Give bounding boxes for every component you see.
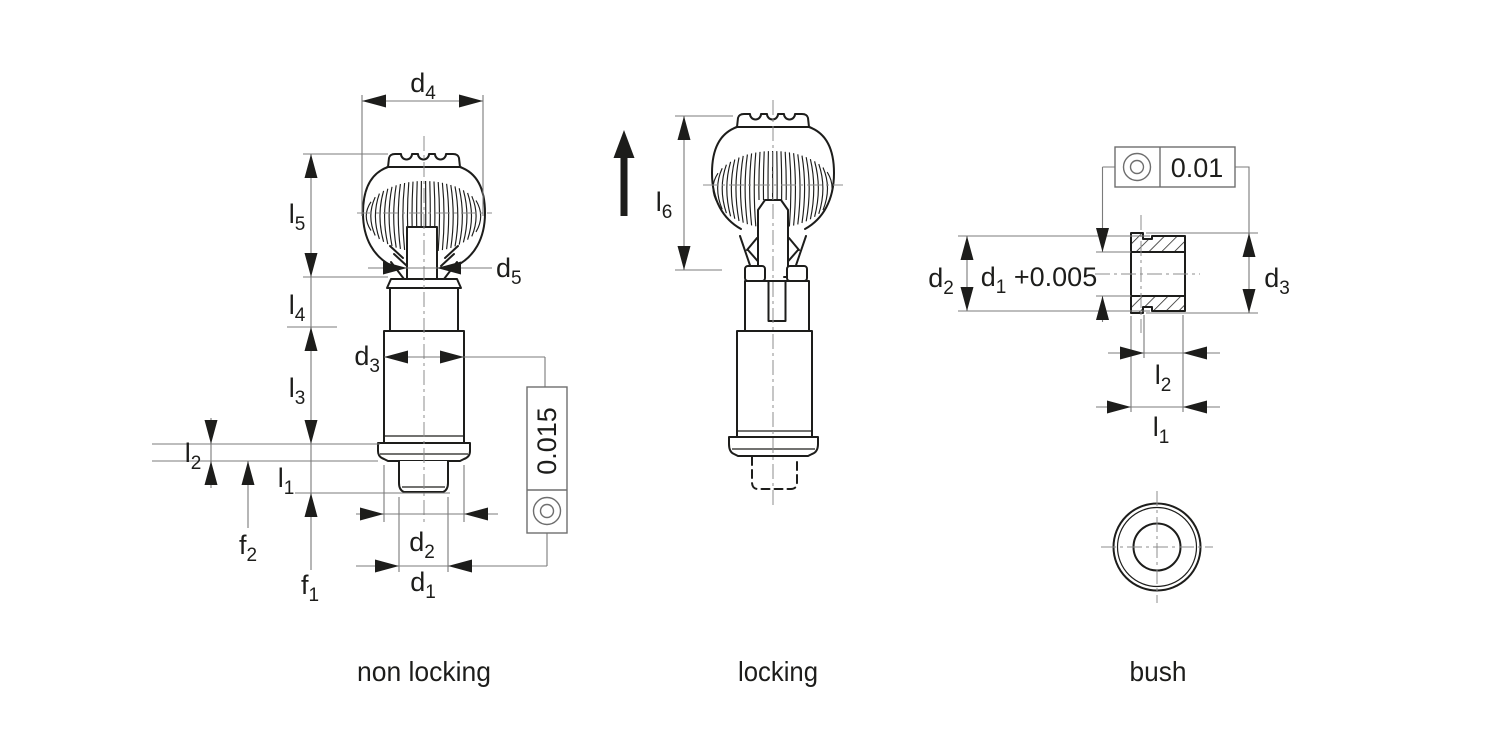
- dim-label-d2: d2: [928, 263, 954, 299]
- dim-label-f1: f1: [301, 570, 319, 606]
- dim-label-l2: l2: [1155, 360, 1172, 396]
- knob-ball-outline: [711, 126, 835, 230]
- dim-label-l3: l3: [289, 373, 306, 409]
- dim-d2: d2: [928, 235, 1150, 312]
- bore-lines: [1130, 251, 1186, 297]
- dim-label-d3: d3: [1264, 263, 1290, 299]
- dim-d4: d4: [361, 68, 484, 216]
- dim-d2-d1: d2 d1: [356, 465, 548, 603]
- dim-l2-l1: l2 l1: [1096, 315, 1220, 448]
- dim-label-l1: l1: [1153, 412, 1170, 448]
- dim-label-d1: d1: [410, 567, 436, 603]
- figure-non-locking: d4 l5 l4 l3 l1 f1 l2 f2 d5: [152, 68, 568, 687]
- tolerance-frame-001: 0.01: [1114, 146, 1236, 188]
- dim-label-d4: d4: [410, 68, 436, 104]
- dim-l6: l6: [656, 115, 733, 271]
- pin-retracted-dashed: [751, 456, 798, 490]
- caption-locking: locking: [738, 656, 818, 687]
- dim-d3: d3: [354, 341, 546, 387]
- bush-cross-section: [1130, 232, 1186, 314]
- dim-chain-left: l5 l4 l3 l1 f1: [278, 153, 450, 606]
- pull-direction-arrow: [613, 130, 635, 216]
- dim-label-l2: l2: [185, 438, 202, 474]
- hatch-top-wall: [1131, 233, 1184, 252]
- caption-non-locking: non locking: [357, 656, 491, 687]
- dim-label-d3: d3: [354, 341, 380, 377]
- dim-d3: d3: [1146, 166, 1290, 314]
- plunger-part-locked: [711, 113, 835, 490]
- hatch-bottom-wall: [1131, 296, 1184, 313]
- upper-body: [744, 280, 810, 332]
- dim-l2-f2: l2 f2: [152, 418, 380, 566]
- knob-knurl-pattern: [712, 150, 833, 229]
- collar-right: [786, 265, 808, 282]
- dim-label-f2: f2: [239, 530, 257, 566]
- tolerance-value: 0.01: [1171, 153, 1224, 183]
- dim-label-l4: l4: [289, 290, 306, 326]
- dim-d1-tolerance: d1 +0.005: [981, 166, 1131, 322]
- tolerance-value: 0.015: [532, 407, 562, 475]
- stem-outline: [406, 226, 438, 279]
- main-body: [736, 330, 813, 438]
- collar-left: [744, 265, 766, 282]
- outer-circle-inner-edge: [1116, 506, 1198, 588]
- centerline-cross: [1101, 491, 1213, 603]
- concentricity-icon: [532, 496, 562, 526]
- dim-label-l5: l5: [289, 199, 306, 235]
- bush-profile: [1130, 232, 1186, 314]
- bush-end-view: [1101, 491, 1213, 603]
- dim-label-d5: d5: [496, 253, 522, 289]
- dim-label-d2: d2: [409, 527, 435, 563]
- stem-fill: [406, 226, 438, 278]
- concentricity-icon: [1122, 152, 1152, 182]
- knob-cap: [387, 153, 461, 168]
- figure-bush: d2 d1 +0.005 d3 l2 l1: [928, 146, 1290, 687]
- figure-locking: l6 locking: [613, 100, 843, 687]
- knob-knurl-pattern: [365, 180, 482, 253]
- stem-slot: [767, 280, 787, 322]
- caption-bush: bush: [1130, 656, 1187, 687]
- dim-d5: d5: [368, 253, 522, 289]
- dim-label-l6: l6: [656, 187, 673, 223]
- tolerance-frame-0015: 0.015: [526, 386, 568, 534]
- dim-label-l1: l1: [278, 463, 295, 499]
- dim-label-d1-tol: d1 +0.005: [981, 262, 1097, 298]
